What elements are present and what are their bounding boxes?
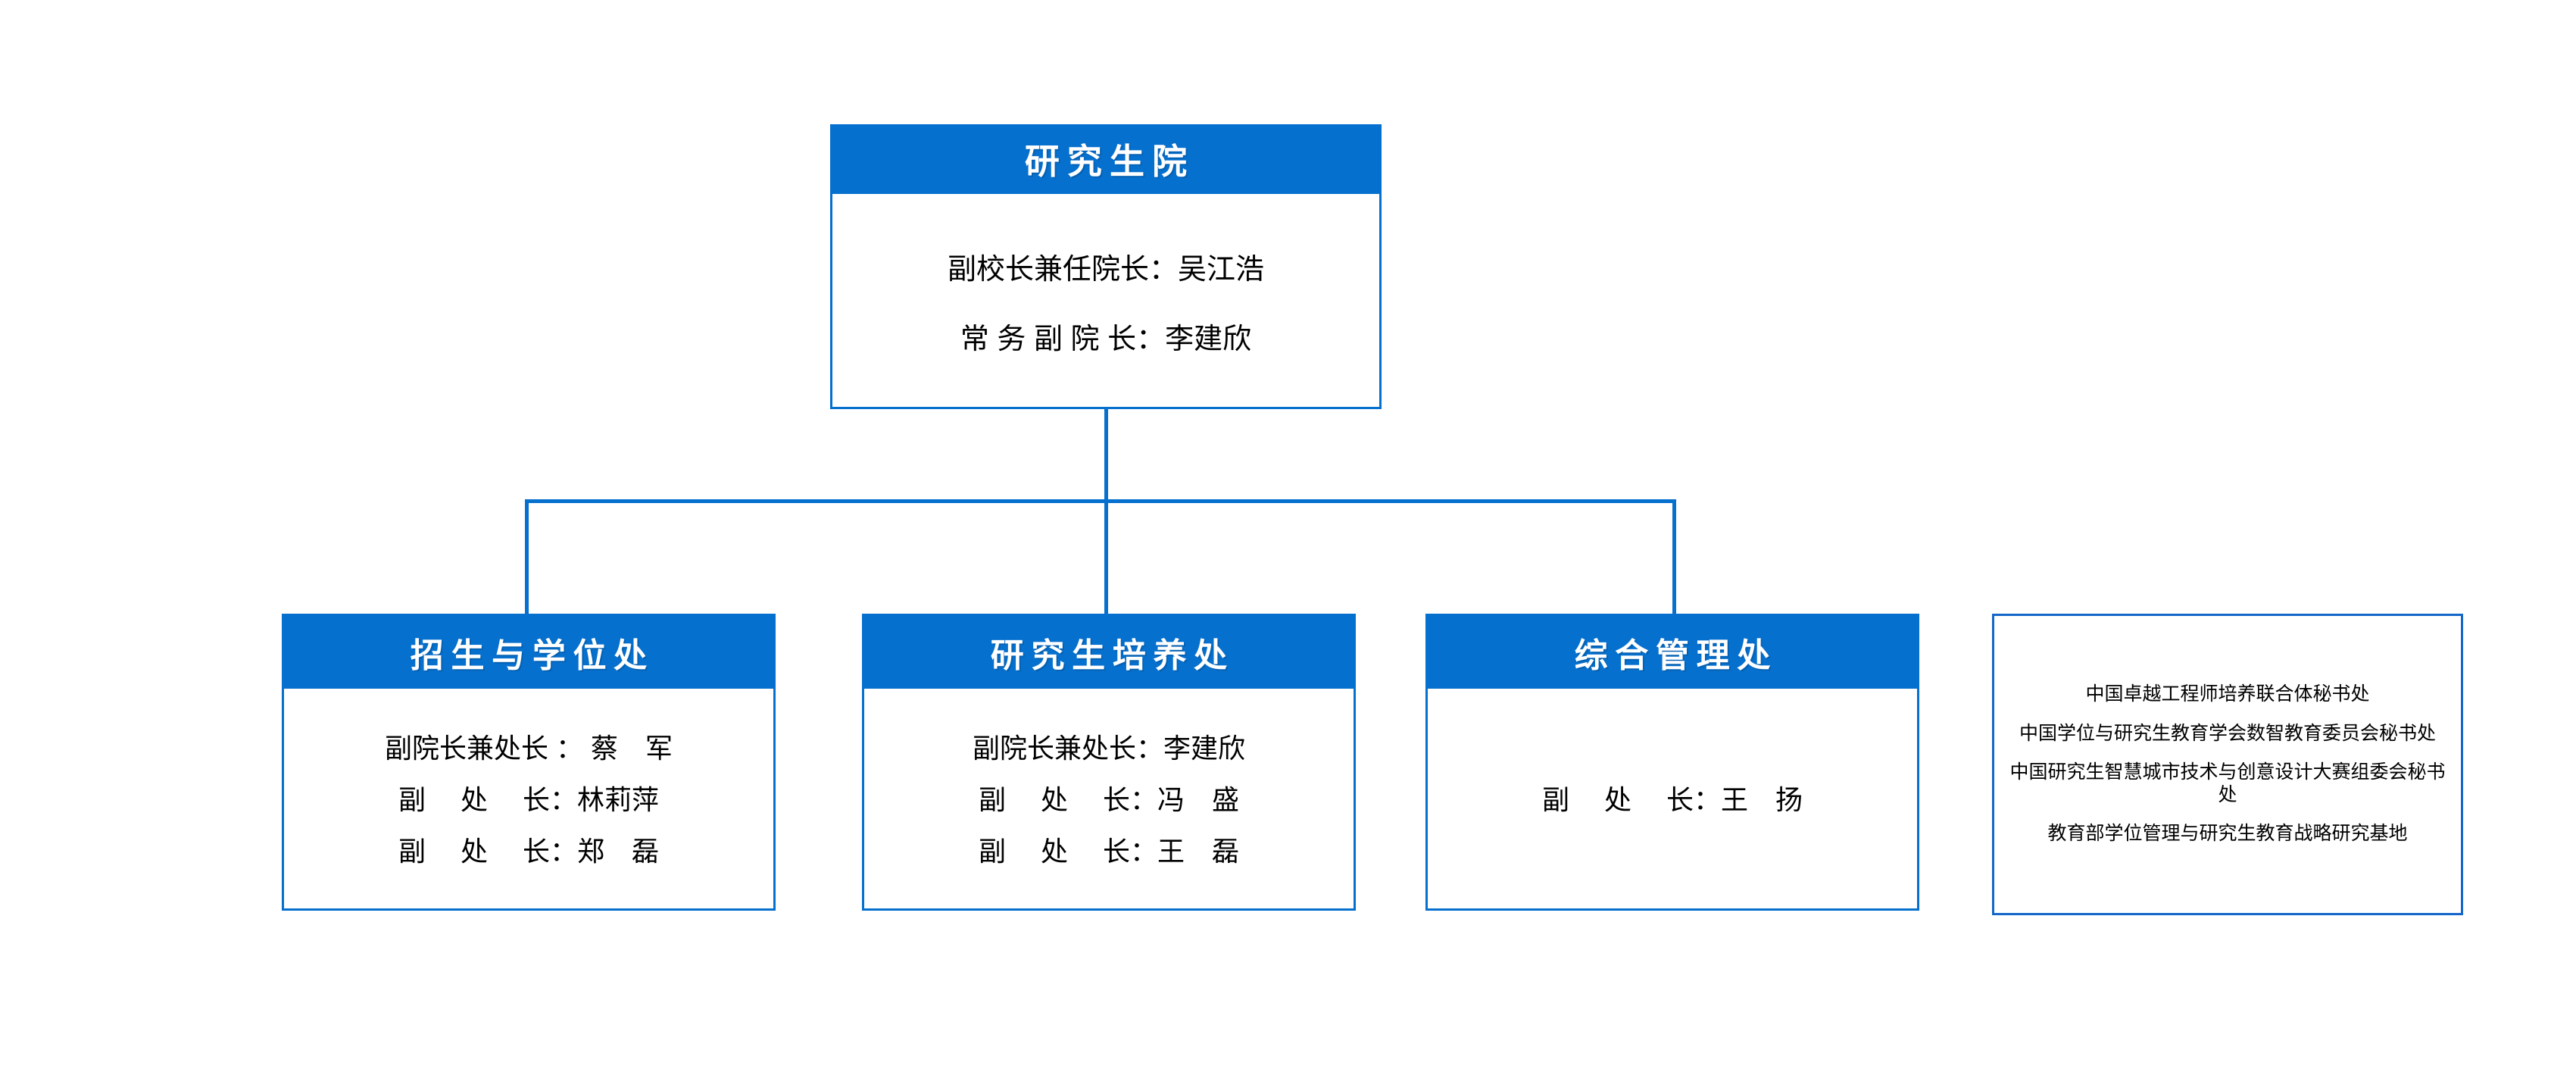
affiliated-secretariat-item-3: 中国研究生智慧城市技术与创意设计大赛组委会秘书处 [2009,761,2446,805]
node-admissions-and-degrees: 招生与学位处 副院长兼处长 ： 蔡 军 副 处 长：林莉萍 副 处 长：郑 磊 [282,614,776,911]
node-admissions-and-degrees-title: 招生与学位处 [282,616,776,689]
node-general-management-title: 综合管理处 [1425,616,1919,689]
node-graduate-training-title: 研究生培养处 [862,616,1356,689]
node-admissions-and-degrees-body: 副院长兼处长 ： 蔡 军 副 处 长：林莉萍 副 处 长：郑 磊 [284,689,773,908]
node-graduate-training: 研究生培养处 副院长兼处长：李建欣 副 处 长：冯 盛 副 处 长：王 磊 [862,614,1356,911]
affiliated-secretariat-item-2: 中国学位与研究生教育学会数智教育委员会秘书处 [2019,722,2436,744]
affiliated-secretariat-item-1: 中国卓越工程师培养联合体秘书处 [2085,683,2370,705]
node-graduate-school-line-1: 副校长兼任院长：吴江浩 [947,253,1264,286]
node-graduate-school-body: 副校长兼任院长：吴江浩 常 务 副 院 长：李建欣 [832,194,1379,407]
node-admissions-line-2: 副 处 长：林莉萍 [398,784,659,815]
node-graduate-training-body: 副院长兼处长：李建欣 副 处 长：冯 盛 副 处 长：王 磊 [864,689,1354,908]
connector-drop-training [1104,499,1108,615]
node-general-management-body: 副 处 长：王 扬 [1428,689,1917,908]
node-admissions-line-1: 副院长兼处长 ： 蔡 军 [384,733,673,764]
node-graduate-school: 研究生院 副校长兼任院长：吴江浩 常 务 副 院 长：李建欣 [830,124,1382,409]
node-training-line-2: 副 处 长：冯 盛 [978,784,1239,815]
affiliated-secretariats-panel: 中国卓越工程师培养联合体秘书处 中国学位与研究生教育学会数智教育委员会秘书处 中… [1992,614,2463,915]
affiliated-secretariat-item-4: 教育部学位管理与研究生教育战略研究基地 [2047,823,2408,845]
node-graduate-school-title: 研究生院 [830,124,1382,194]
connector-drop-admissions [525,499,529,615]
node-graduate-school-line-2: 常 务 副 院 长：李建欣 [960,323,1252,355]
node-training-line-3: 副 处 长：王 磊 [978,836,1239,867]
connector-horizontal-bus [525,499,1676,503]
connector-root-vertical [1104,409,1108,503]
connector-drop-general [1672,499,1676,615]
node-general-line-1: 副 处 长：王 扬 [1541,784,1803,815]
node-training-line-1: 副院长兼处长：李建欣 [972,733,1245,764]
node-admissions-line-3: 副 处 长：郑 磊 [398,836,659,867]
node-general-management: 综合管理处 副 处 长：王 扬 [1425,614,1919,911]
